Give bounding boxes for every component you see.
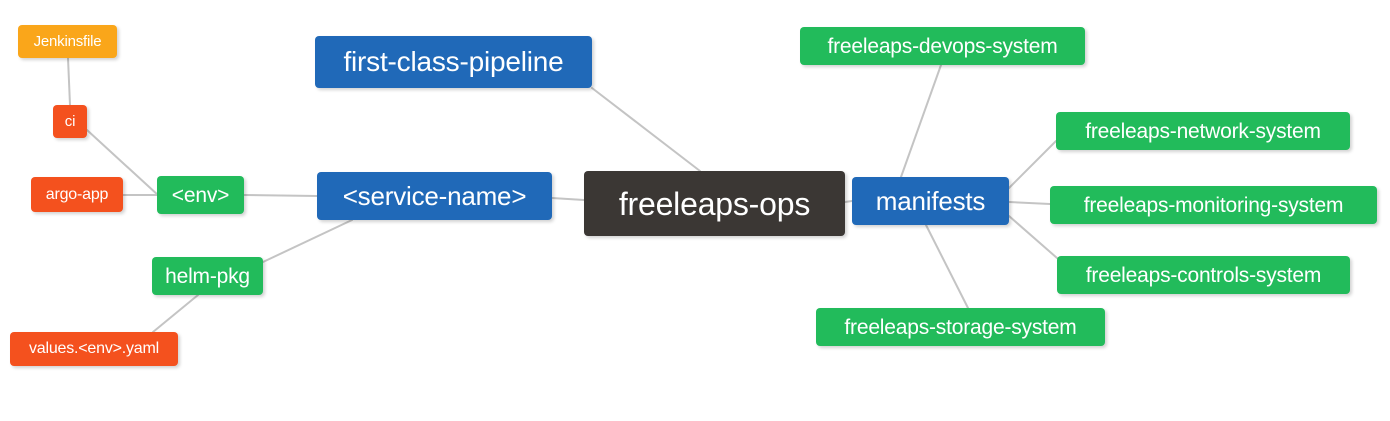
edge-ci-env	[86, 129, 160, 197]
edge-manifests-storage	[925, 224, 969, 309]
edge-manifests-devops	[900, 64, 942, 178]
node-label: first-class-pipeline	[343, 46, 564, 77]
node-freeleaps-storage-system[interactable]: freeleaps-storage-system	[816, 308, 1105, 346]
edge-manifests-network	[1008, 140, 1057, 189]
edge-service-name-ops	[551, 197, 585, 201]
node-ci[interactable]: ci	[53, 105, 87, 138]
node-freeleaps-ops[interactable]: freeleaps-ops	[584, 171, 845, 236]
node-freeleaps-monitoring-system[interactable]: freeleaps-monitoring-system	[1050, 186, 1377, 224]
node-freeleaps-controls-system[interactable]: freeleaps-controls-system	[1057, 256, 1350, 294]
node-label: freeleaps-controls-system	[1085, 263, 1322, 287]
node-argo-app[interactable]: argo-app	[31, 177, 123, 212]
node-label: Jenkinsfile	[33, 33, 102, 50]
node-label: freeleaps-storage-system	[844, 315, 1077, 339]
node-values-yaml[interactable]: values.<env>.yaml	[10, 332, 178, 366]
edge-pipeline-ops	[591, 87, 701, 172]
edge-manifests-monitoring	[1008, 201, 1051, 205]
node-manifests[interactable]: manifests	[852, 177, 1009, 225]
edge-helm-pkg-service-name	[262, 219, 353, 263]
node-jenkinsfile[interactable]: Jenkinsfile	[18, 25, 117, 58]
edge-jenkinsfile-ci	[67, 57, 71, 106]
edge-env-service-name	[243, 194, 318, 197]
node-freeleaps-devops-system[interactable]: freeleaps-devops-system	[800, 27, 1085, 65]
node-label: ci	[64, 113, 76, 130]
node-label: freeleaps-ops	[618, 185, 811, 222]
node-first-class-pipeline[interactable]: first-class-pipeline	[315, 36, 592, 88]
node-label: freeleaps-network-system	[1085, 119, 1321, 143]
node-label: freeleaps-monitoring-system	[1083, 193, 1344, 217]
node-service-name[interactable]: <service-name>	[317, 172, 552, 220]
edge-manifests-controls	[1008, 215, 1058, 259]
node-label: <env>	[171, 183, 230, 207]
node-label: freeleaps-devops-system	[827, 34, 1058, 58]
node-label: <service-name>	[342, 181, 527, 211]
node-label: helm-pkg	[165, 264, 250, 288]
node-label: manifests	[875, 186, 986, 216]
node-env[interactable]: <env>	[157, 176, 244, 214]
node-helm-pkg[interactable]: helm-pkg	[152, 257, 263, 295]
edge-values-helm-pkg	[152, 294, 199, 333]
edge-ops-manifests	[844, 200, 853, 203]
node-freeleaps-network-system[interactable]: freeleaps-network-system	[1056, 112, 1350, 150]
node-label: argo-app	[45, 185, 109, 203]
node-label: values.<env>.yaml	[28, 340, 159, 357]
